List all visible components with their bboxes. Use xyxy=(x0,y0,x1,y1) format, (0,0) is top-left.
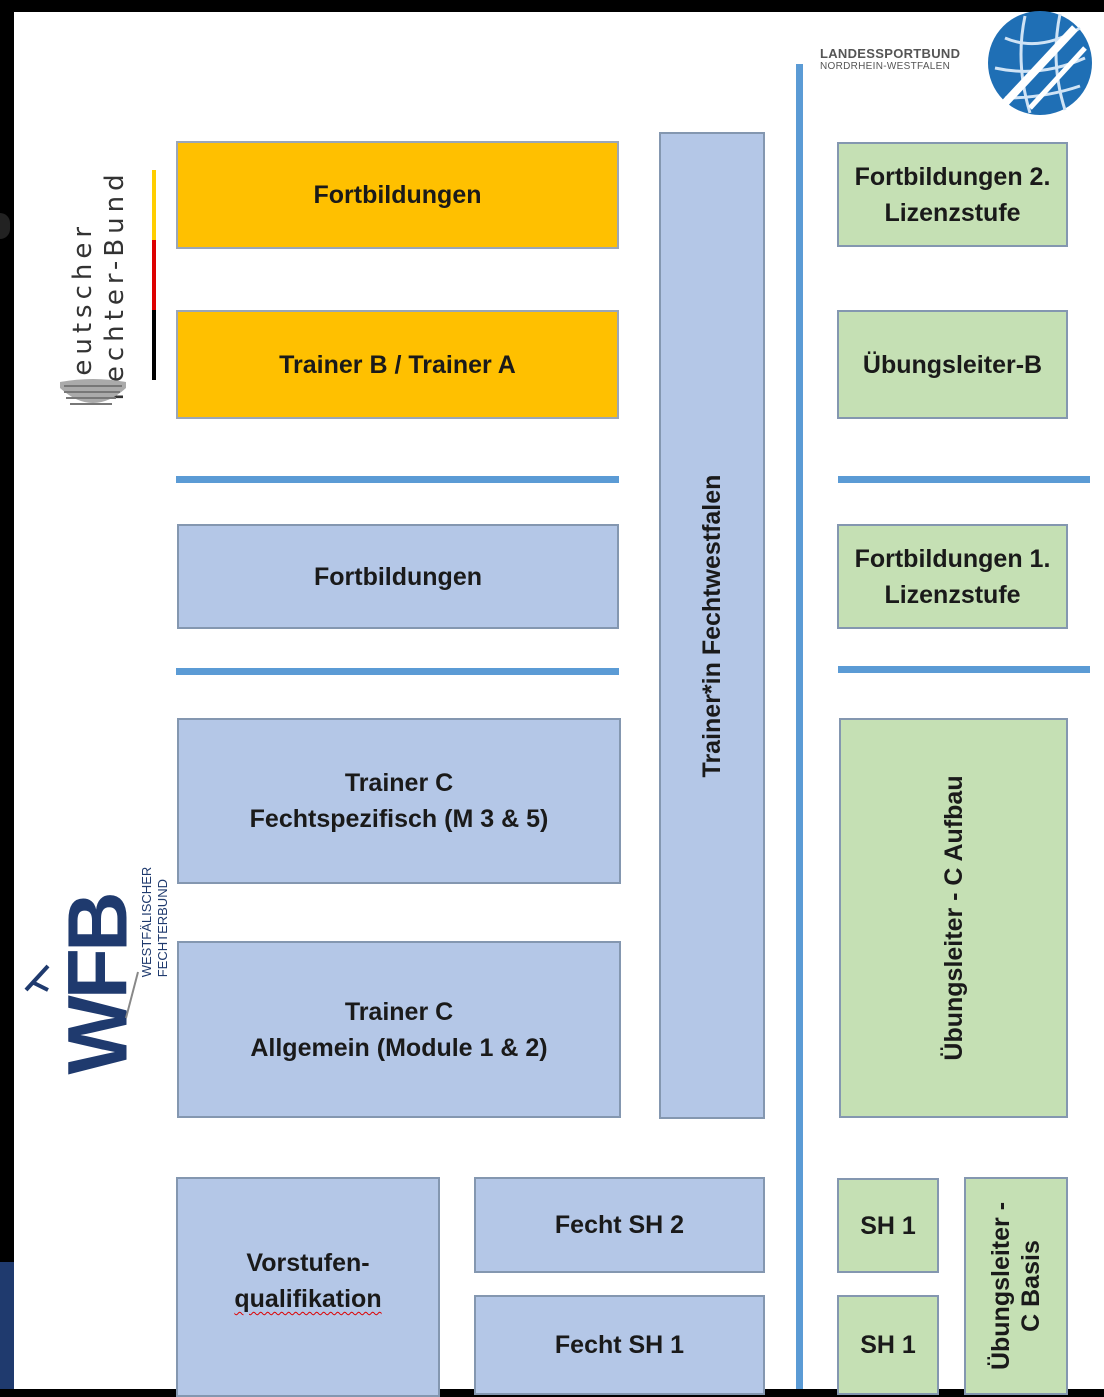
c-basis-line1: Übungsleiter - xyxy=(987,1201,1015,1371)
wfb-line2: FECHTERBUND xyxy=(155,879,170,978)
fortbildungen2-box: Fortbildungen 2. Lizenzstufe xyxy=(837,142,1068,247)
fortbildungen-blue-box: Fortbildungen xyxy=(177,524,619,629)
uebungsleiter-b-box: Übungsleiter-B xyxy=(837,310,1068,419)
fortbildungen1-box: Fortbildungen 1. Lizenzstufe xyxy=(837,524,1068,629)
dfb-stripe-gold xyxy=(152,170,156,240)
sh1-top-label: SH 1 xyxy=(860,1211,916,1240)
trainer-fechtwestfalen-label: Trainer*in Fechtwestfalen xyxy=(698,474,726,777)
fortbildungen-orange-label: Fortbildungen xyxy=(313,181,482,209)
fortbildungen2-line1: Fortbildungen 2. xyxy=(854,162,1051,191)
fecht-sh1-box: Fecht SH 1 xyxy=(474,1295,765,1395)
c-aufbau-label: Übungsleiter - C Aufbau xyxy=(939,775,968,1061)
divider-left-2 xyxy=(176,668,619,675)
edge-dot xyxy=(0,213,10,239)
fortbildungen1-line2: Lizenzstufe xyxy=(884,580,1021,609)
sh1-top-box: SH 1 xyxy=(837,1178,939,1273)
dfb-stripe-red xyxy=(152,240,156,310)
vorstufe-line1: Vorstufen- xyxy=(246,1249,370,1277)
wfb-logo: WFB WESTFÄLISCHER FECHTERBUND xyxy=(24,850,171,1075)
dfb-logo: Deutscher Fechter-Bund xyxy=(44,150,156,420)
lsb-logo-text: LANDESSPORTBUND NORDRHEIN-WESTFALEN xyxy=(820,46,960,72)
trainer-c-allg-line1: Trainer C xyxy=(344,997,454,1026)
dfb-line2: Fechter-Bund xyxy=(100,169,130,401)
wfb-line1: WESTFÄLISCHER xyxy=(139,866,154,978)
trainer-c-allg-box: Trainer C Allgemein (Module 1 & 2) xyxy=(177,941,621,1118)
trainer-c-spec-line2: Fechtspezifisch (M 3 & 5) xyxy=(249,805,549,833)
wfb-subtitle: WESTFÄLISCHER FECHTERBUND xyxy=(139,867,171,978)
trainer-b-a-label: Trainer B / Trainer A xyxy=(279,350,516,379)
divider-right-1 xyxy=(838,476,1090,483)
trainer-b-a-box: Trainer B / Trainer A xyxy=(176,310,619,419)
fortbildungen2-line2: Lizenzstufe xyxy=(884,198,1021,227)
c-basis-text: Übungsleiter - C Basis xyxy=(986,1202,1046,1370)
lsb-line1: LANDESSPORTBUND xyxy=(820,46,961,61)
c-aufbau-box: Übungsleiter - C Aufbau xyxy=(839,718,1068,1118)
dfb-stripe-black xyxy=(152,310,156,380)
fecht-sh2-label: Fecht SH 2 xyxy=(554,1211,685,1239)
divider-left-1 xyxy=(176,476,619,483)
sh1-bottom-label: SH 1 xyxy=(860,1331,916,1359)
trainer-fechtwestfalen-box: Trainer*in Fechtwestfalen xyxy=(659,132,765,1119)
divider-right-2 xyxy=(838,666,1090,673)
fortbildungen-orange-box: Fortbildungen xyxy=(176,141,619,249)
trainer-c-allg-line2: Allgemein (Module 1 & 2) xyxy=(250,1033,548,1062)
dfb-logo-text: Deutscher Fechter-Bund xyxy=(67,169,131,400)
globe-icon xyxy=(988,11,1092,115)
vorstufe-line2: qualifikation xyxy=(234,1285,382,1313)
trainer-c-spec-box: Trainer C Fechtspezifisch (M 3 & 5) xyxy=(177,718,621,884)
c-basis-line2: C Basis xyxy=(1017,1240,1045,1332)
lsb-line2: NORDRHEIN-WESTFALEN xyxy=(820,61,951,72)
trainer-c-spec-line1: Trainer C xyxy=(344,769,454,797)
fencer-icon xyxy=(24,964,50,992)
sh1-bottom-box: SH 1 xyxy=(837,1295,939,1395)
dfb-emblem-icon xyxy=(60,379,126,405)
edge-strip xyxy=(0,1262,14,1389)
fecht-sh1-label: Fecht SH 1 xyxy=(554,1331,685,1359)
main-divider xyxy=(796,64,803,1389)
dfb-line1: Deutscher xyxy=(68,221,98,401)
fecht-sh2-box: Fecht SH 2 xyxy=(474,1177,765,1273)
c-basis-box: Übungsleiter - C Basis xyxy=(964,1177,1068,1395)
fortbildungen1-line1: Fortbildungen 1. xyxy=(854,544,1051,573)
fortbildungen-blue-label: Fortbildungen xyxy=(313,562,483,591)
slash-icon xyxy=(125,971,139,1019)
vorstufe-box: Vorstufen- qualifikation xyxy=(176,1177,440,1397)
uebungsleiter-b-label: Übungsleiter-B xyxy=(862,350,1043,379)
